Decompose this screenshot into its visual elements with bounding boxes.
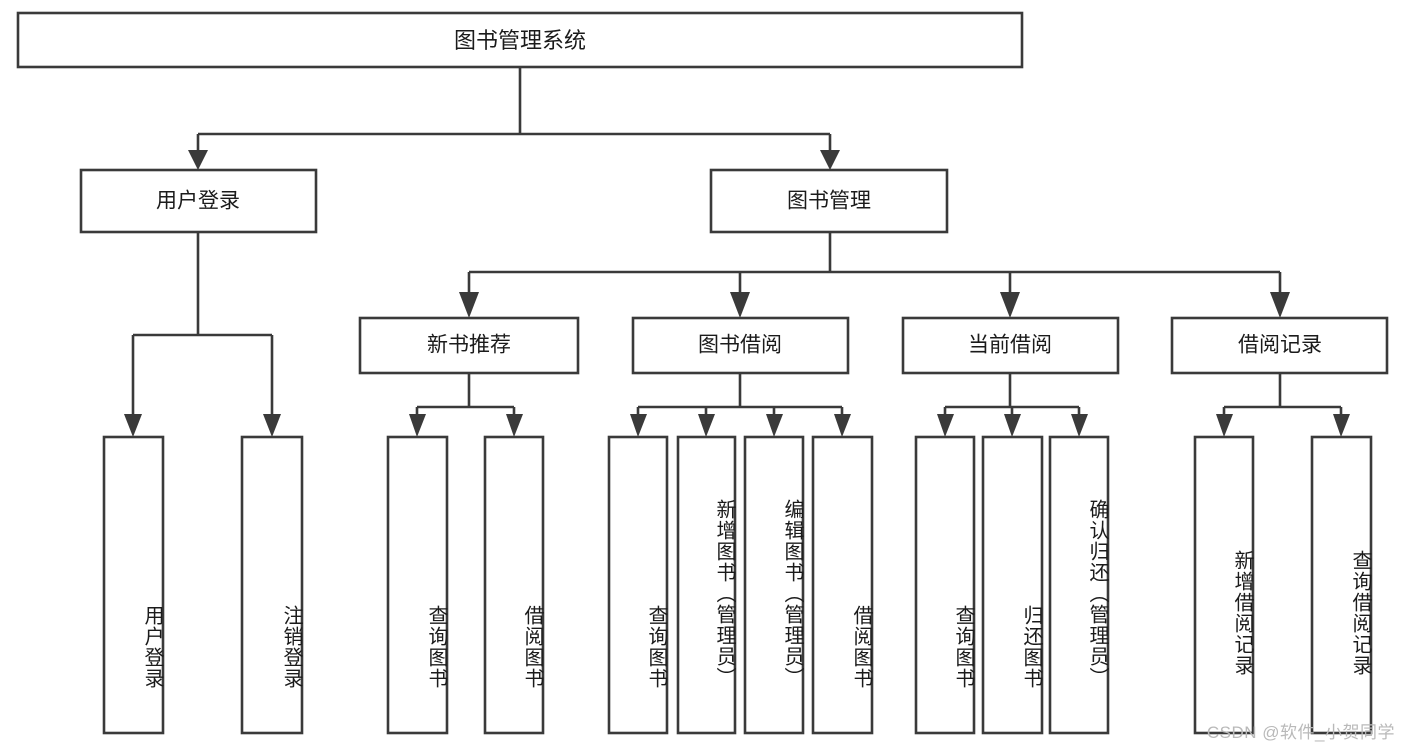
leaf-box-query-borrow-record[interactable] [1310, 435, 1373, 735]
leaf-box-confirm-return-admin[interactable] [1048, 435, 1110, 735]
leaf-box-add-borrow-record[interactable] [1193, 435, 1255, 735]
leaf-box-logout[interactable] [240, 435, 304, 735]
node-book-manage[interactable]: 图书管理 [709, 168, 949, 234]
node-book-borrow-box[interactable] [631, 316, 850, 375]
arrowhead-leaf-borrow-book-2 [834, 414, 851, 437]
node-user-login-label: 用户登录 [156, 190, 240, 213]
arrowhead-leaf-logout [263, 414, 281, 437]
arrowhead-leaf-edit-book [766, 414, 783, 437]
node-book-borrow[interactable]: 图书借阅 [631, 316, 850, 375]
arrowhead-leaf-borrow-book-1 [506, 414, 523, 437]
leaf-box-return-book[interactable] [981, 435, 1044, 735]
arrowhead-user-login [188, 150, 208, 170]
node-root-system-box[interactable] [16, 11, 1024, 69]
arrowhead-leaf-query-book-3 [937, 414, 954, 437]
arrowhead-new-book [459, 292, 479, 318]
leaf-box-layer [102, 435, 1373, 735]
node-new-book-recommend-label: 新书推荐 [427, 334, 511, 357]
node-current-borrow-box[interactable] [901, 316, 1120, 375]
node-user-login[interactable]: 用户登录 [79, 168, 318, 234]
arrowhead-leaf-user-login [124, 414, 142, 437]
leaf-box-query-book-current[interactable] [914, 435, 976, 735]
node-current-borrow[interactable]: 当前借阅 [901, 316, 1120, 375]
node-borrow-record-label: 借阅记录 [1238, 334, 1322, 357]
arrowhead-leaf-return-book [1004, 414, 1021, 437]
arrowhead-book-manage [820, 150, 840, 170]
leaf-box-query-book-recommend[interactable] [386, 435, 449, 735]
node-borrow-record-box[interactable] [1170, 316, 1389, 375]
arrowhead-leaf-add-book [698, 414, 715, 437]
connector-layer [124, 67, 1350, 437]
arrowhead-leaf-query-book-1 [409, 414, 426, 437]
leaf-box-edit-book-admin[interactable] [743, 435, 805, 735]
node-book-borrow-label: 图书借阅 [698, 334, 782, 357]
arrowhead-leaf-query-book-2 [630, 414, 647, 437]
arrowhead-leaf-add-record [1216, 414, 1233, 437]
node-book-manage-box[interactable] [709, 168, 949, 234]
arrowhead-leaf-confirm-return [1071, 414, 1088, 437]
arrowhead-borrow-record [1270, 292, 1290, 318]
arrowhead-current-borrow [1000, 292, 1020, 318]
arrowhead-leaf-query-record [1333, 414, 1350, 437]
leaf-box-borrow-book-recommend[interactable] [483, 435, 545, 735]
node-user-login-box[interactable] [79, 168, 318, 234]
node-borrow-record[interactable]: 借阅记录 [1170, 316, 1389, 375]
leaf-box-user-login[interactable] [102, 435, 165, 735]
node-current-borrow-label: 当前借阅 [968, 334, 1052, 357]
node-book-manage-label: 图书管理 [787, 190, 871, 213]
arrowhead-book-borrow [730, 292, 750, 318]
leaf-box-query-book-borrow[interactable] [607, 435, 669, 735]
leaf-box-add-book-admin[interactable] [676, 435, 737, 735]
node-root-system-label: 图书管理系统 [454, 28, 586, 53]
node-new-book-recommend[interactable]: 新书推荐 [358, 316, 580, 375]
csdn-watermark: CSDN @软件_小贺同学 [1206, 723, 1395, 742]
node-new-book-recommend-box[interactable] [358, 316, 580, 375]
node-root-system[interactable]: 图书管理系统 [16, 11, 1024, 69]
leaf-box-borrow-book[interactable] [811, 435, 874, 735]
